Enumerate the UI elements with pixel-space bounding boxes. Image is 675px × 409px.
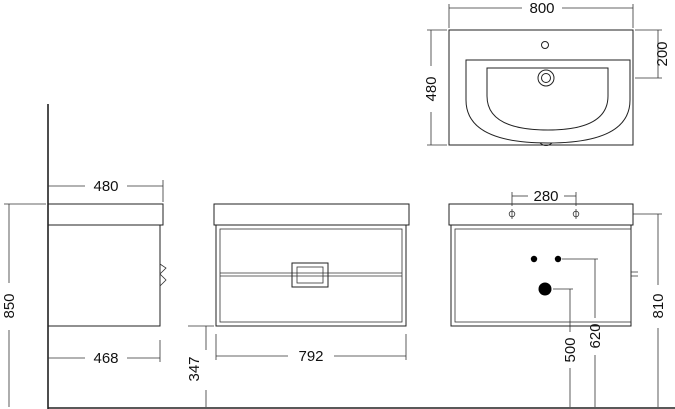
side-top [47,203,164,226]
basin-bowl-inner [486,67,609,131]
side-handle [159,263,167,287]
floor-and-wall [47,104,675,409]
basin-outline [448,29,634,146]
basin-bowl-outer [465,59,631,144]
front-cabinet-inner [219,228,403,323]
basin-top-view: 800 480 200 [423,0,671,146]
drain-outer-icon [537,69,555,87]
dim-tap-offset: 200 [654,41,671,66]
dim-cabinet-width: 792 [298,348,323,365]
rear-top [448,203,634,226]
side-cabinet [47,224,161,327]
drain-outlet-icon [538,282,552,296]
dim-basin-width: 800 [529,0,554,17]
drawer-handle-inner [296,266,324,284]
water-inlet-right-icon [554,255,562,263]
dim-side-top-depth: 480 [93,178,118,195]
dim-outlet-height-lower: 500 [562,337,579,362]
rear-cabinet [450,224,632,327]
dim-top-height: 810 [650,293,667,318]
front-cabinet [215,224,407,327]
dim-floor-clearance: 347 [186,356,203,381]
dim-outlet-height-upper: 620 [587,323,604,348]
dim-total-height: 850 [1,293,18,318]
rear-view: 280 620 500 810 [448,188,667,407]
drain-inner-icon [541,73,551,83]
basin-overflow [539,142,553,146]
front-view: 792 347 [186,203,410,407]
drawer-handle-outer [291,262,329,288]
tap-hole-icon [541,41,549,49]
water-inlet-left-icon [530,255,538,263]
front-top [213,203,410,226]
dim-pipe-spacing: 280 [533,188,558,205]
side-view: 480 468 850 [1,178,167,407]
rear-cabinet-inner [454,228,632,323]
dim-side-cabinet-depth: 468 [93,350,118,367]
dim-basin-depth: 480 [423,76,440,101]
